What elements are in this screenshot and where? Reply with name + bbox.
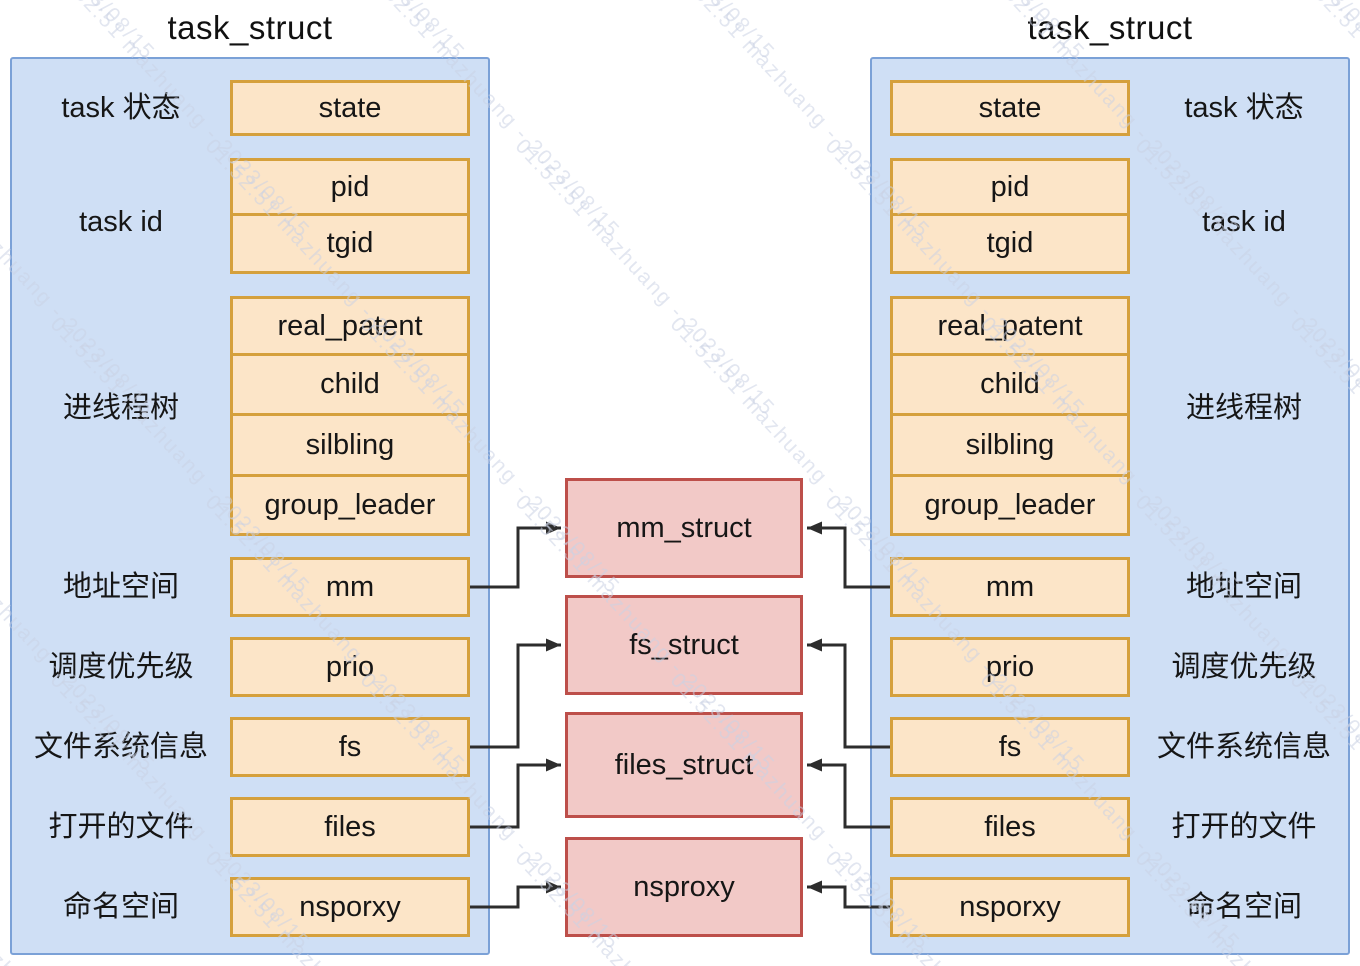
arrow-left-mm-to-mm-struct (470, 521, 561, 589)
left-label-namespace: 命名空间 (62, 891, 179, 923)
shared-box-nsproxy: nsproxy (565, 837, 803, 937)
left-panel-title: task_struct (167, 9, 333, 46)
left-field-files: files (230, 797, 470, 857)
left-label-open-files: 打开的文件 (48, 811, 194, 843)
left-label-addr-space: 地址空间 (62, 571, 179, 603)
right-field-files: files (890, 797, 1130, 857)
left-label-task-state: task 状态 (61, 92, 181, 124)
left-field-child: child (230, 353, 470, 416)
right-label-fs-info: 文件系统信息 (1156, 731, 1331, 763)
left-field-prio: prio (230, 637, 470, 697)
right-label-namespace: 命名空间 (1185, 891, 1302, 923)
arrow-left-files-to-files-struct (470, 758, 561, 829)
left-label-fs-info: 文件系统信息 (33, 731, 208, 763)
arrow-right-mm-to-mm-struct (807, 521, 890, 589)
right-field-tgid: tgid (890, 213, 1130, 274)
left-field-fs: fs (230, 717, 470, 777)
left-label-process-tree: 进线程树 (62, 392, 179, 424)
left-field-pid: pid (230, 158, 470, 216)
arrow-left-nsporxy-to-nsproxy (470, 880, 561, 909)
right-field-mm: mm (890, 557, 1130, 617)
arrow-right-nsporxy-to-nsproxy (807, 880, 890, 909)
shared-box-fs-struct: fs_struct (565, 595, 803, 695)
right-field-fs: fs (890, 717, 1130, 777)
left-field-tgid: tgid (230, 213, 470, 274)
left-field-real-patent: real_patent (230, 296, 470, 356)
shared-box-files-struct: files_struct (565, 712, 803, 818)
arrow-left-fs-to-fs-struct (470, 638, 561, 749)
right-label-addr-space: 地址空间 (1185, 571, 1302, 603)
right-field-group-leader: group_leader (890, 474, 1130, 536)
right-label-task-state: task 状态 (1184, 92, 1304, 124)
left-field-mm: mm (230, 557, 470, 617)
right-field-real-patent: real_patent (890, 296, 1130, 356)
arrow-right-files-to-files-struct (807, 758, 890, 829)
right-label-task-id: task id (1202, 206, 1286, 238)
right-field-state: state (890, 80, 1130, 136)
left-label-sched-prio: 调度优先级 (48, 651, 194, 683)
right-label-process-tree: 进线程树 (1185, 392, 1302, 424)
shared-box-mm-struct: mm_struct (565, 478, 803, 578)
right-label-sched-prio: 调度优先级 (1171, 651, 1317, 683)
left-field-state: state (230, 80, 470, 136)
left-label-task-id: task id (79, 206, 163, 238)
right-field-silbling: silbling (890, 413, 1130, 477)
right-label-open-files: 打开的文件 (1171, 811, 1317, 843)
right-panel-title: task_struct (1027, 9, 1193, 46)
arrow-right-fs-to-fs-struct (807, 638, 890, 749)
right-field-nsporxy: nsporxy (890, 877, 1130, 937)
right-field-prio: prio (890, 637, 1130, 697)
left-field-group-leader: group_leader (230, 474, 470, 536)
left-field-nsporxy: nsporxy (230, 877, 470, 937)
